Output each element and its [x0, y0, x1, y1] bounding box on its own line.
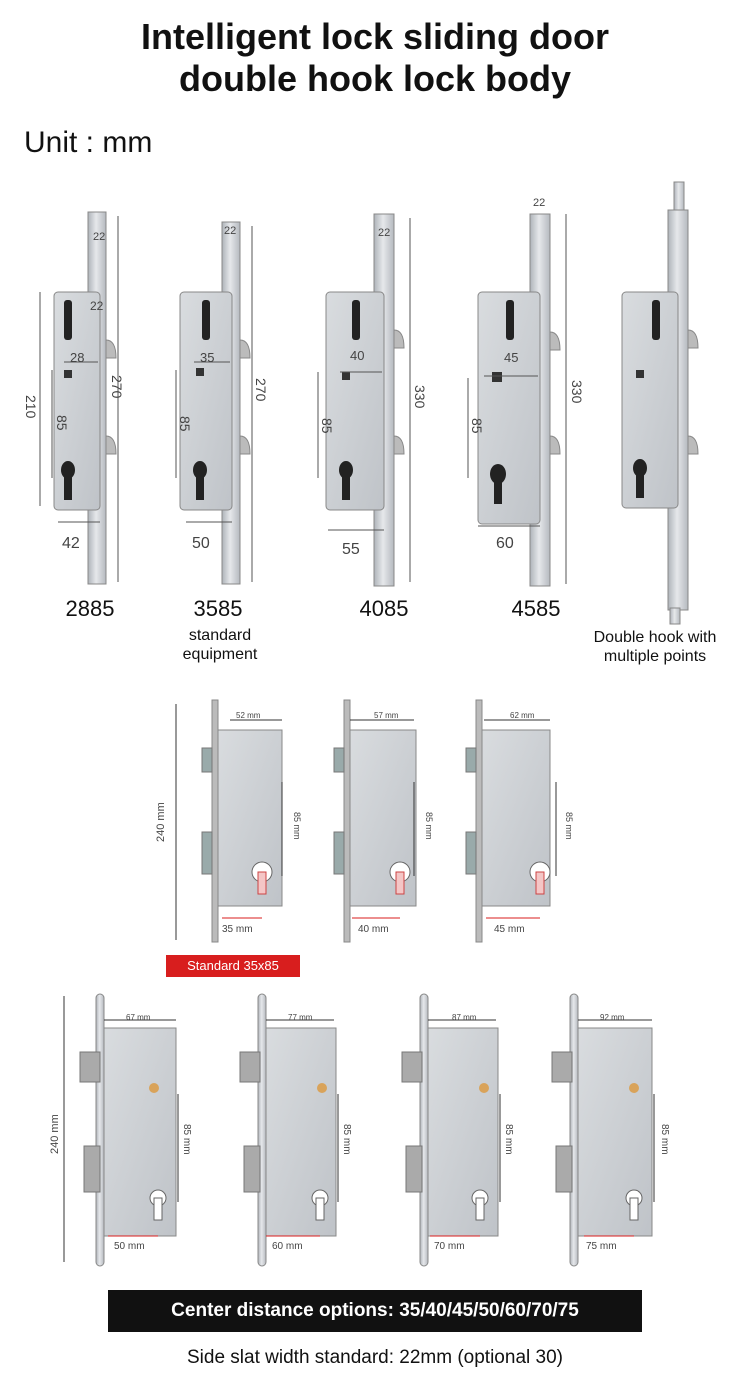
caption-standard: standard equipment: [182, 627, 258, 663]
bottom-center-1: 85 mm: [181, 1124, 192, 1155]
bottom-center-2: 85 mm: [341, 1124, 352, 1155]
code-3585: 3585: [193, 596, 243, 621]
title-line-2: double hook lock body: [178, 58, 571, 99]
bottom-center-3: 85 mm: [503, 1124, 514, 1155]
mid-height-label: 240 mm: [155, 802, 167, 842]
dim-3585-slat: 22: [224, 225, 236, 237]
mid-center-2: 85 mm: [424, 812, 434, 840]
bottom-center-4: 85 mm: [659, 1124, 670, 1155]
bottom-lock-3: [401, 993, 501, 1267]
mid-backset-1: 35 mm: [222, 924, 253, 935]
dim-2885-center: 85: [54, 415, 70, 431]
title-line-1: Intelligent lock sliding door: [140, 16, 610, 57]
dim-4585-face: 60: [496, 535, 514, 552]
center-distance-banner: Center distance options: 35/40/45/50/60/…: [108, 1290, 642, 1332]
dim-2885-slat-2: 22: [90, 299, 104, 313]
bottom-width-4: 92 mm: [600, 1013, 625, 1022]
dim-3585-center: 85: [177, 416, 193, 432]
top-lock-double-hook: [621, 181, 699, 625]
top-lock-2885: [39, 211, 119, 585]
dim-4585-center: 85: [469, 418, 485, 434]
bottom-width-1: 67 mm: [126, 1013, 151, 1022]
dim-2885-height: 270: [109, 375, 125, 399]
top-lock-4585: [467, 213, 567, 587]
dim-4585-height: 330: [569, 380, 585, 404]
dim-4585-slat: 22: [533, 197, 545, 209]
dim-4585-backset: 45: [504, 350, 518, 365]
mid-lock-3: [465, 699, 557, 943]
dim-2885-slat: 22: [93, 231, 105, 243]
top-lock-4085: [317, 213, 411, 587]
bottom-lock-1: [79, 993, 179, 1267]
mid-center-1: 85 mm: [292, 812, 302, 840]
mid-lock-2: [333, 699, 417, 943]
dim-2885-backset: 28: [70, 350, 84, 365]
dim-2885-face: 42: [62, 535, 80, 552]
bottom-width-3: 87 mm: [452, 1013, 477, 1022]
dim-4085-face: 55: [342, 541, 360, 558]
code-2885: 2885: [65, 596, 115, 621]
dim-2885-body: 210: [23, 395, 39, 419]
bottom-lock-2: [239, 993, 339, 1267]
mid-width-1: 52 mm: [236, 711, 261, 720]
bottom-backset-1: 50 mm: [114, 1241, 145, 1252]
bottom-lock-4: [551, 993, 655, 1267]
dim-4085-center: 85: [319, 418, 335, 434]
dim-4085-slat: 22: [378, 227, 390, 239]
top-lock-3585: [175, 221, 253, 585]
dim-3585-backset: 35: [200, 350, 214, 365]
bottom-backset-2: 60 mm: [272, 1241, 303, 1252]
code-4585: 4585: [511, 596, 561, 621]
bottom-height-label: 240 mm: [49, 1114, 61, 1154]
code-4085: 4085: [359, 596, 409, 621]
bottom-width-2: 77 mm: [288, 1013, 313, 1022]
mid-width-3: 62 mm: [510, 711, 535, 720]
mid-backset-3: 45 mm: [494, 924, 525, 935]
dim-4085-backset: 40: [350, 348, 364, 363]
bottom-backset-4: 75 mm: [586, 1241, 617, 1252]
bottom-backset-3: 70 mm: [434, 1241, 465, 1252]
caption-double-hook: Double hook with multiple points: [593, 629, 717, 665]
mid-backset-2: 40 mm: [358, 924, 389, 935]
dim-3585-height: 270: [253, 378, 269, 402]
dim-4085-height: 330: [412, 385, 428, 409]
dim-3585-face: 50: [192, 535, 210, 552]
standard-badge: Standard 35x85: [166, 955, 300, 977]
mid-width-2: 57 mm: [374, 711, 399, 720]
side-slat-note: Side slat width standard: 22mm (optional…: [187, 1347, 563, 1368]
mid-lock-1: [201, 699, 283, 943]
unit-label: Unit : mm: [24, 126, 153, 159]
mid-center-3: 85 mm: [564, 812, 574, 840]
